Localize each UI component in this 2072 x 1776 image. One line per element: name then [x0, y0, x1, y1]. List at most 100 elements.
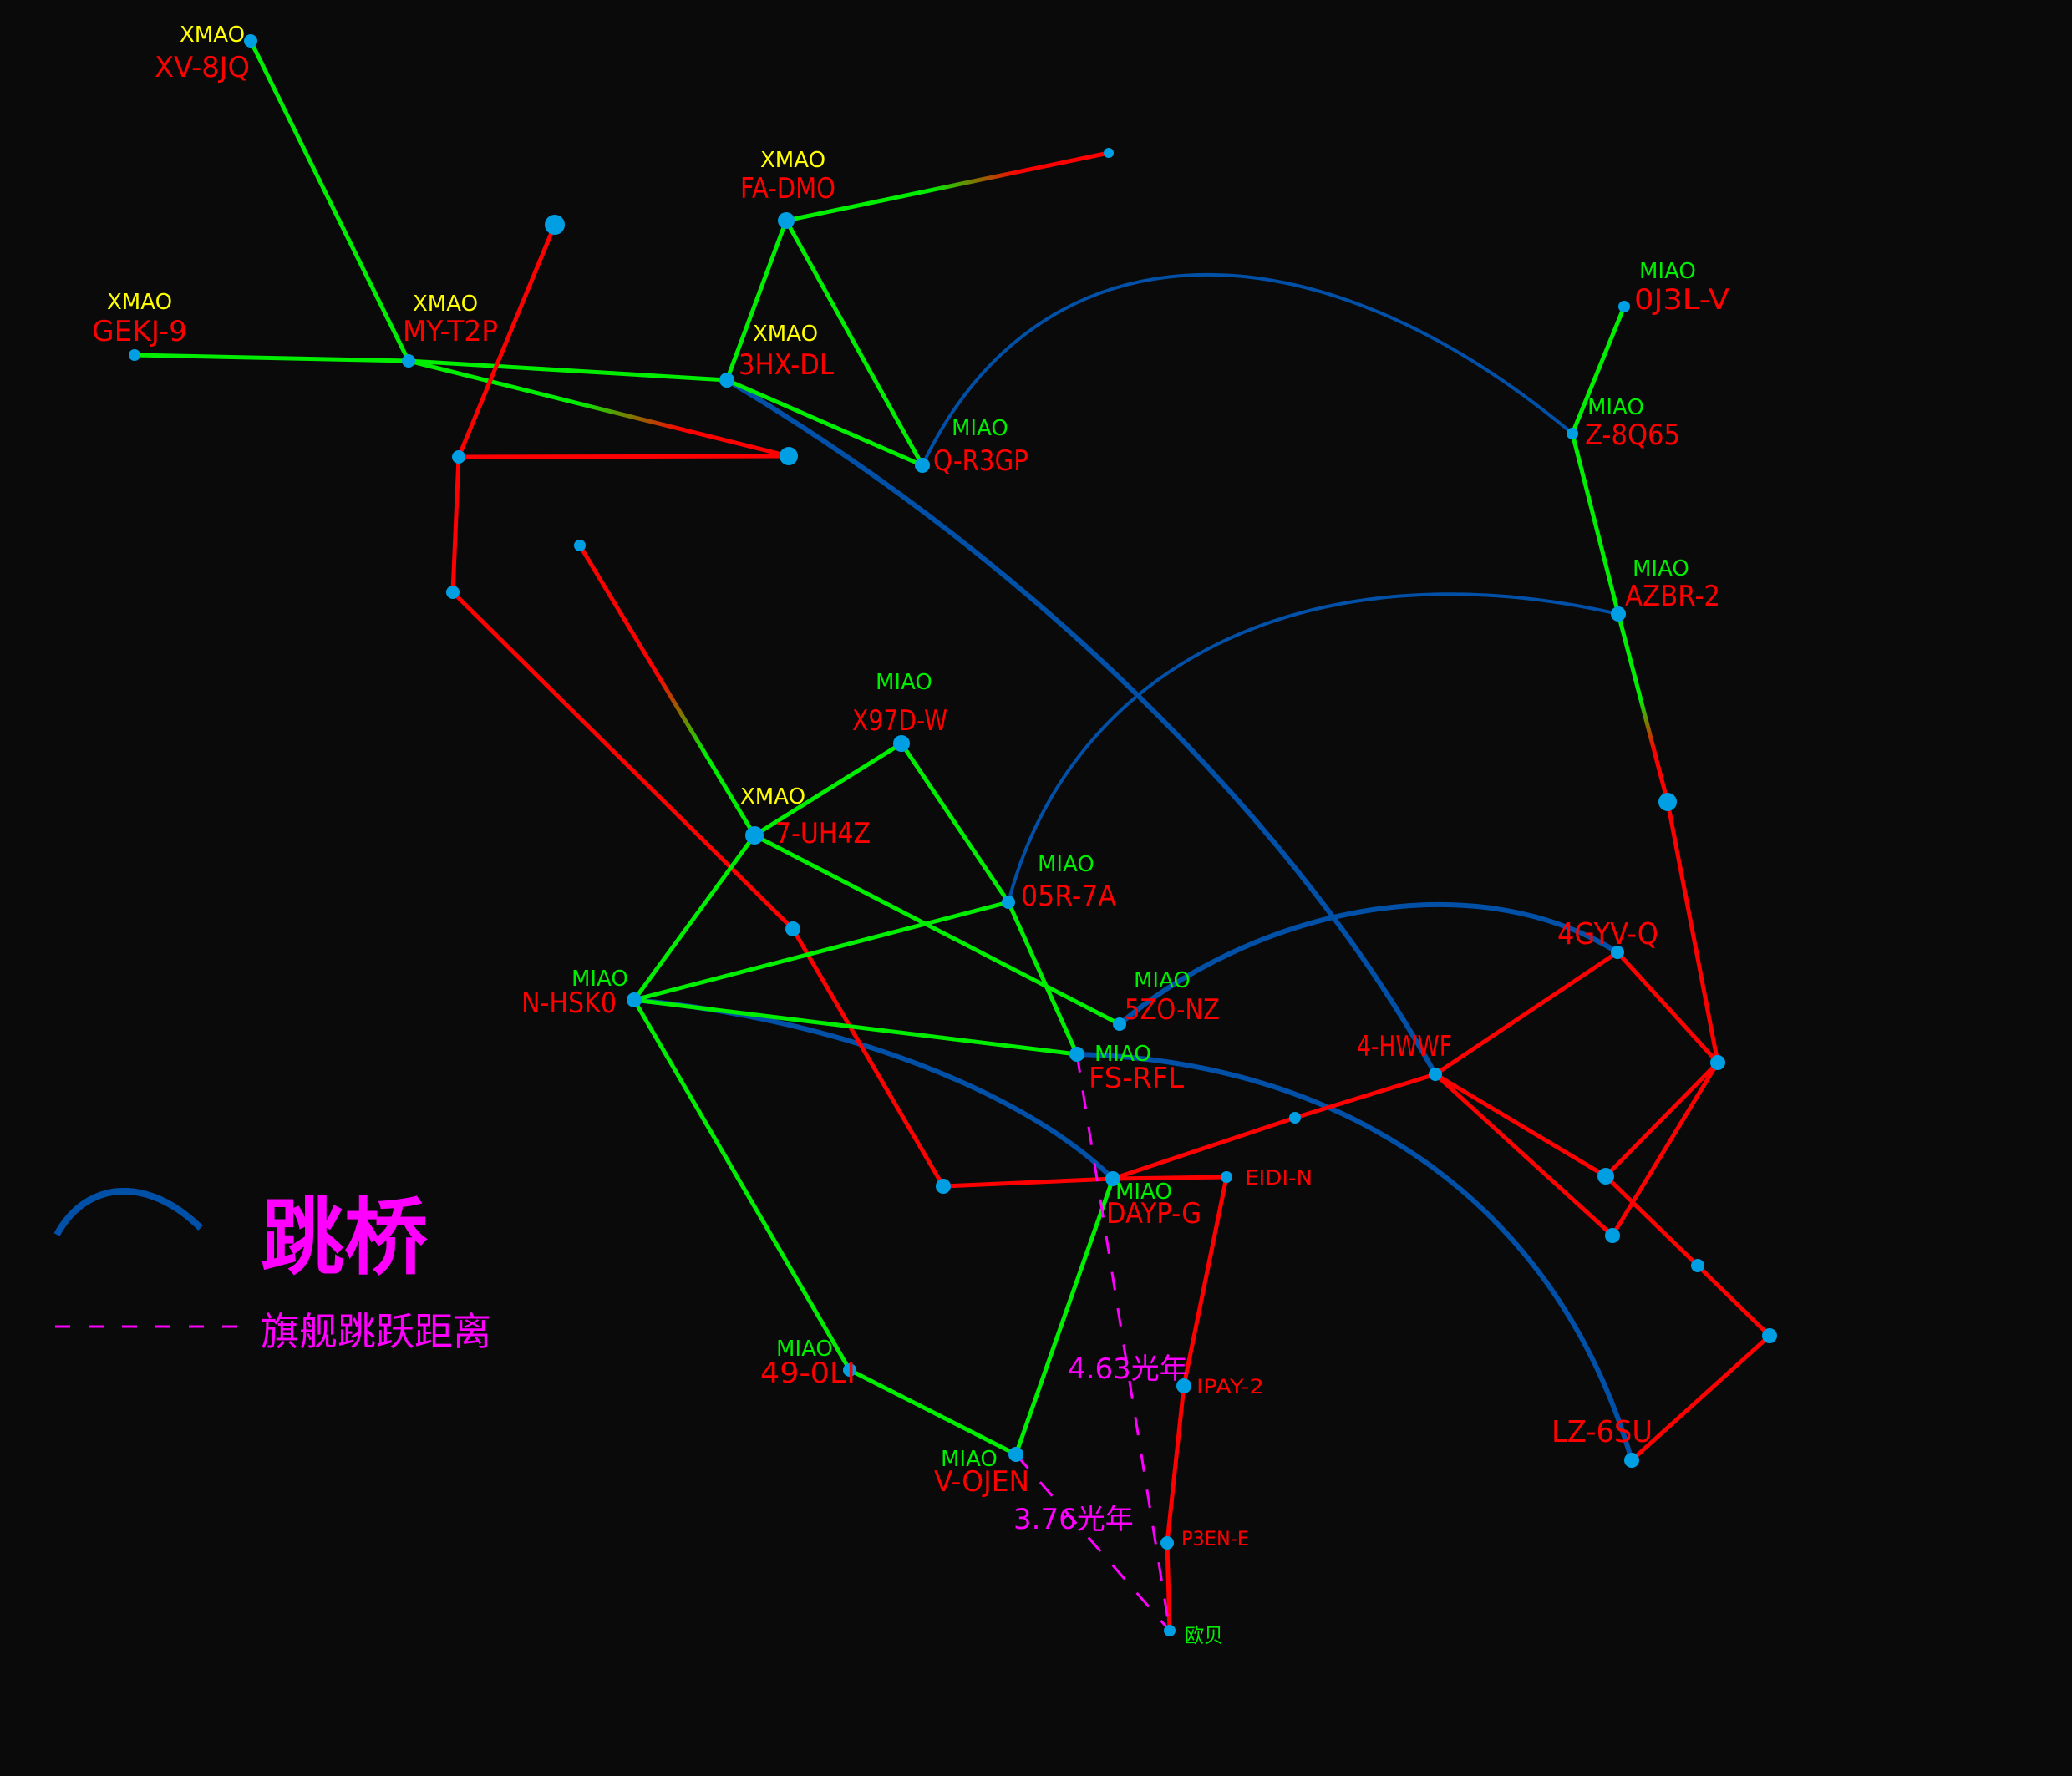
system-node[interactable] — [1618, 301, 1630, 312]
alliance-tag-label: XMAO — [760, 148, 825, 173]
system-node[interactable] — [893, 735, 910, 752]
system-node[interactable] — [402, 354, 415, 368]
jump-distance-label: 4.63光年 — [1068, 1352, 1188, 1386]
jump-bridge — [1118, 901, 1619, 1027]
stargate-link — [1616, 613, 1670, 803]
system-node[interactable] — [545, 215, 565, 235]
jump-distance-line — [1014, 1454, 1171, 1631]
system-node[interactable] — [1069, 1047, 1084, 1062]
system-name-label[interactable]: 欧贝 — [1185, 1624, 1223, 1647]
system-node[interactable] — [129, 349, 140, 361]
system-node[interactable] — [1429, 1068, 1442, 1081]
system-node[interactable] — [1289, 1112, 1301, 1124]
alliance-tag-label: XMAO — [107, 290, 172, 315]
system-node[interactable] — [1221, 1171, 1232, 1183]
system-node[interactable] — [627, 992, 642, 1007]
alliance-tag-label: XMAO — [753, 322, 818, 347]
system-node[interactable] — [1113, 1017, 1126, 1031]
system-name-label[interactable]: XV-8JQ — [155, 51, 250, 84]
system-node[interactable] — [446, 586, 460, 599]
system-node[interactable] — [574, 540, 586, 551]
systems-layer — [129, 34, 1777, 1636]
system-name-label[interactable]: 4GYV-Q — [1557, 917, 1658, 951]
alliance-tag-label: MIAO — [776, 1337, 833, 1362]
stargate-link — [632, 998, 852, 1372]
system-name-label[interactable]: LZ-6SU — [1551, 1415, 1653, 1449]
alliance-tag-label: MIAO — [1639, 259, 1696, 284]
system-node[interactable] — [1658, 793, 1677, 811]
alliance-tag-label: MIAO — [952, 416, 1008, 441]
stargate-link — [785, 150, 1110, 223]
system-name-label[interactable]: 49-0LI — [760, 1357, 856, 1390]
system-name-label[interactable]: X97D-W — [852, 704, 947, 738]
system-node[interactable] — [1567, 428, 1578, 439]
system-node[interactable] — [1762, 1328, 1777, 1343]
system-name-label[interactable]: Q-R3GP — [933, 444, 1028, 478]
system-name-label[interactable]: N-HSK0 — [521, 987, 617, 1020]
stargate-link — [633, 900, 1009, 1002]
system-node[interactable] — [1104, 148, 1114, 158]
system-name-label[interactable]: 5ZO-NZ — [1125, 993, 1220, 1027]
system-node[interactable] — [843, 1363, 856, 1377]
system-node[interactable] — [1611, 946, 1624, 959]
stargate-link — [1604, 1175, 1699, 1267]
system-node[interactable] — [244, 34, 257, 48]
system-name-label[interactable]: 3HX-DL — [739, 348, 834, 382]
system-node[interactable] — [1624, 1453, 1639, 1468]
jump-bridge — [725, 378, 1438, 1076]
system-node[interactable] — [1691, 1259, 1704, 1272]
system-name-label[interactable]: V-OJEN — [934, 1465, 1029, 1499]
system-name-label[interactable]: IPAY-2 — [1196, 1375, 1264, 1398]
jump-bridge — [1076, 1052, 1634, 1461]
system-name-label[interactable]: AZBR-2 — [1625, 580, 1720, 613]
stargate-link — [1165, 1385, 1186, 1544]
alliance-tag-label: XMAO — [413, 292, 478, 317]
system-name-label[interactable]: DAYP-G — [1106, 1197, 1201, 1231]
stargate-link — [458, 454, 790, 459]
system-node[interactable] — [1176, 1378, 1191, 1393]
stargate-link — [1604, 1061, 1719, 1178]
system-name-label[interactable]: 05R-7A — [1021, 880, 1116, 913]
alliance-tag-label: MIAO — [1633, 556, 1689, 581]
system-name-label[interactable]: Z-8Q65 — [1585, 419, 1680, 452]
system-node[interactable] — [1164, 1625, 1176, 1636]
system-name-label[interactable]: FS-RFL — [1089, 1062, 1184, 1095]
alliance-tag-label: XMAO — [740, 784, 805, 809]
system-name-label[interactable]: GEKJ-9 — [92, 315, 187, 348]
system-node[interactable] — [915, 458, 930, 473]
system-node[interactable] — [1611, 606, 1626, 622]
alliance-tag-label: MIAO — [876, 670, 932, 695]
system-node[interactable] — [778, 212, 795, 229]
system-node[interactable] — [1008, 1447, 1023, 1462]
stargate-link — [1434, 950, 1619, 1077]
stargate-link — [451, 591, 795, 931]
stargate-link — [1696, 1264, 1771, 1337]
system-name-label[interactable]: 4-HWWF — [1357, 1030, 1452, 1063]
system-node[interactable] — [1160, 1536, 1174, 1550]
system-name-label[interactable]: 7-UH4Z — [775, 817, 871, 850]
system-name-label[interactable]: EIDI-N — [1245, 1166, 1313, 1190]
stargate-link — [450, 456, 461, 593]
system-node[interactable] — [1105, 1171, 1120, 1186]
stargate-link — [1112, 1115, 1296, 1181]
system-node[interactable] — [452, 450, 465, 464]
system-node[interactable] — [780, 447, 798, 465]
system-node[interactable] — [1605, 1228, 1620, 1243]
system-name-label[interactable]: P3EN-E — [1181, 1527, 1249, 1550]
stargate-link — [790, 927, 946, 1188]
system-node[interactable] — [1597, 1168, 1614, 1185]
system-name-label[interactable]: FA-DMO — [740, 172, 835, 206]
stargate-link — [633, 997, 1078, 1057]
system-node[interactable] — [936, 1179, 951, 1194]
system-node[interactable] — [785, 921, 800, 936]
system-node[interactable] — [745, 826, 764, 845]
system-name-label[interactable]: MY-T2P — [403, 315, 498, 348]
stargate-link — [1630, 1334, 1771, 1462]
system-node[interactable] — [1710, 1055, 1725, 1070]
stargate-link — [1570, 306, 1627, 434]
system-node[interactable] — [1002, 896, 1015, 909]
system-name-label[interactable]: 0J3L-V — [1634, 283, 1729, 317]
system-node[interactable] — [719, 373, 734, 388]
